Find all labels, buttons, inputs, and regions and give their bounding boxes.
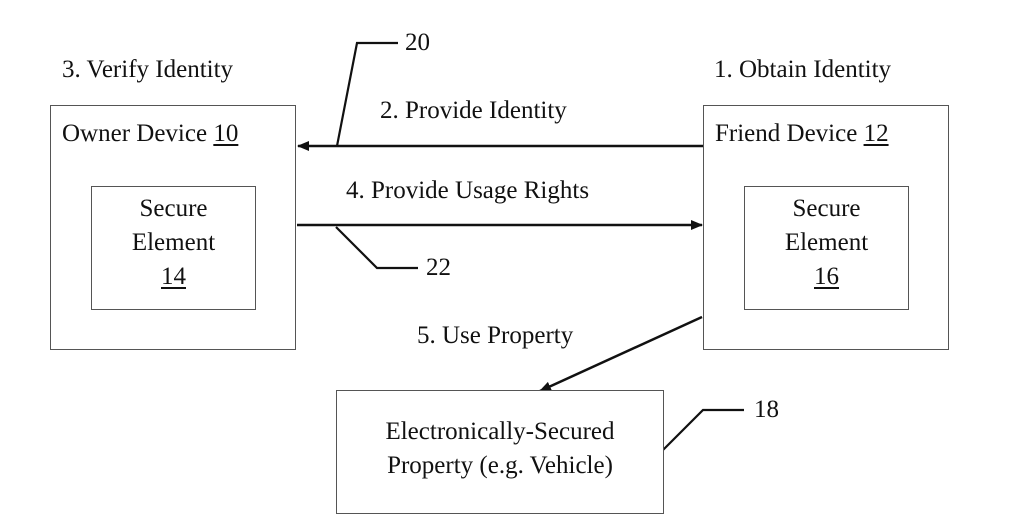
friend-secure-element-line2: Element — [784, 229, 869, 256]
callout-22: 22 — [426, 254, 451, 281]
step-obtain-identity: 1. Obtain Identity — [714, 56, 892, 83]
friend-device-label: Friend Device 12 — [715, 120, 889, 147]
owner-secure-element-line2: Element — [131, 229, 216, 256]
friend-secure-element-box: Secure Element 16 — [744, 186, 909, 310]
friend-secure-element-line1: Secure — [792, 195, 861, 222]
callout-22-leader — [335, 226, 418, 270]
step-verify-identity: 3. Verify Identity — [62, 56, 234, 83]
callout-18: 18 — [754, 396, 779, 423]
step-provide-identity: 2. Provide Identity — [380, 97, 567, 124]
owner-secure-element-box: Secure Element 14 — [91, 186, 256, 310]
owner-secure-element-line1: Secure — [139, 195, 208, 222]
friend-device-box: Friend Device 12 Secure Element 16 — [703, 105, 949, 350]
callout-20: 20 — [405, 29, 430, 56]
use-property-arrow — [539, 315, 703, 393]
property-line1: Electronically-Secured — [385, 418, 615, 445]
step-use-property: 5. Use Property — [417, 322, 574, 349]
property-line2: Property (e.g. Vehicle) — [387, 452, 613, 479]
friend-secure-element-ref: 16 — [814, 263, 839, 290]
callout-18-leader — [662, 408, 744, 451]
owner-device-box: Owner Device 10 Secure Element 14 — [50, 105, 296, 350]
owner-secure-element-ref: 14 — [161, 263, 186, 290]
friend-device-ref: 12 — [863, 120, 889, 147]
callout-20-leader — [335, 41, 398, 147]
property-box: Electronically-Secured Property (e.g. Ve… — [336, 390, 664, 514]
step-provide-usage-rights: 4. Provide Usage Rights — [346, 177, 590, 204]
owner-device-ref: 10 — [213, 120, 239, 147]
owner-device-label: Owner Device 10 — [62, 120, 239, 147]
